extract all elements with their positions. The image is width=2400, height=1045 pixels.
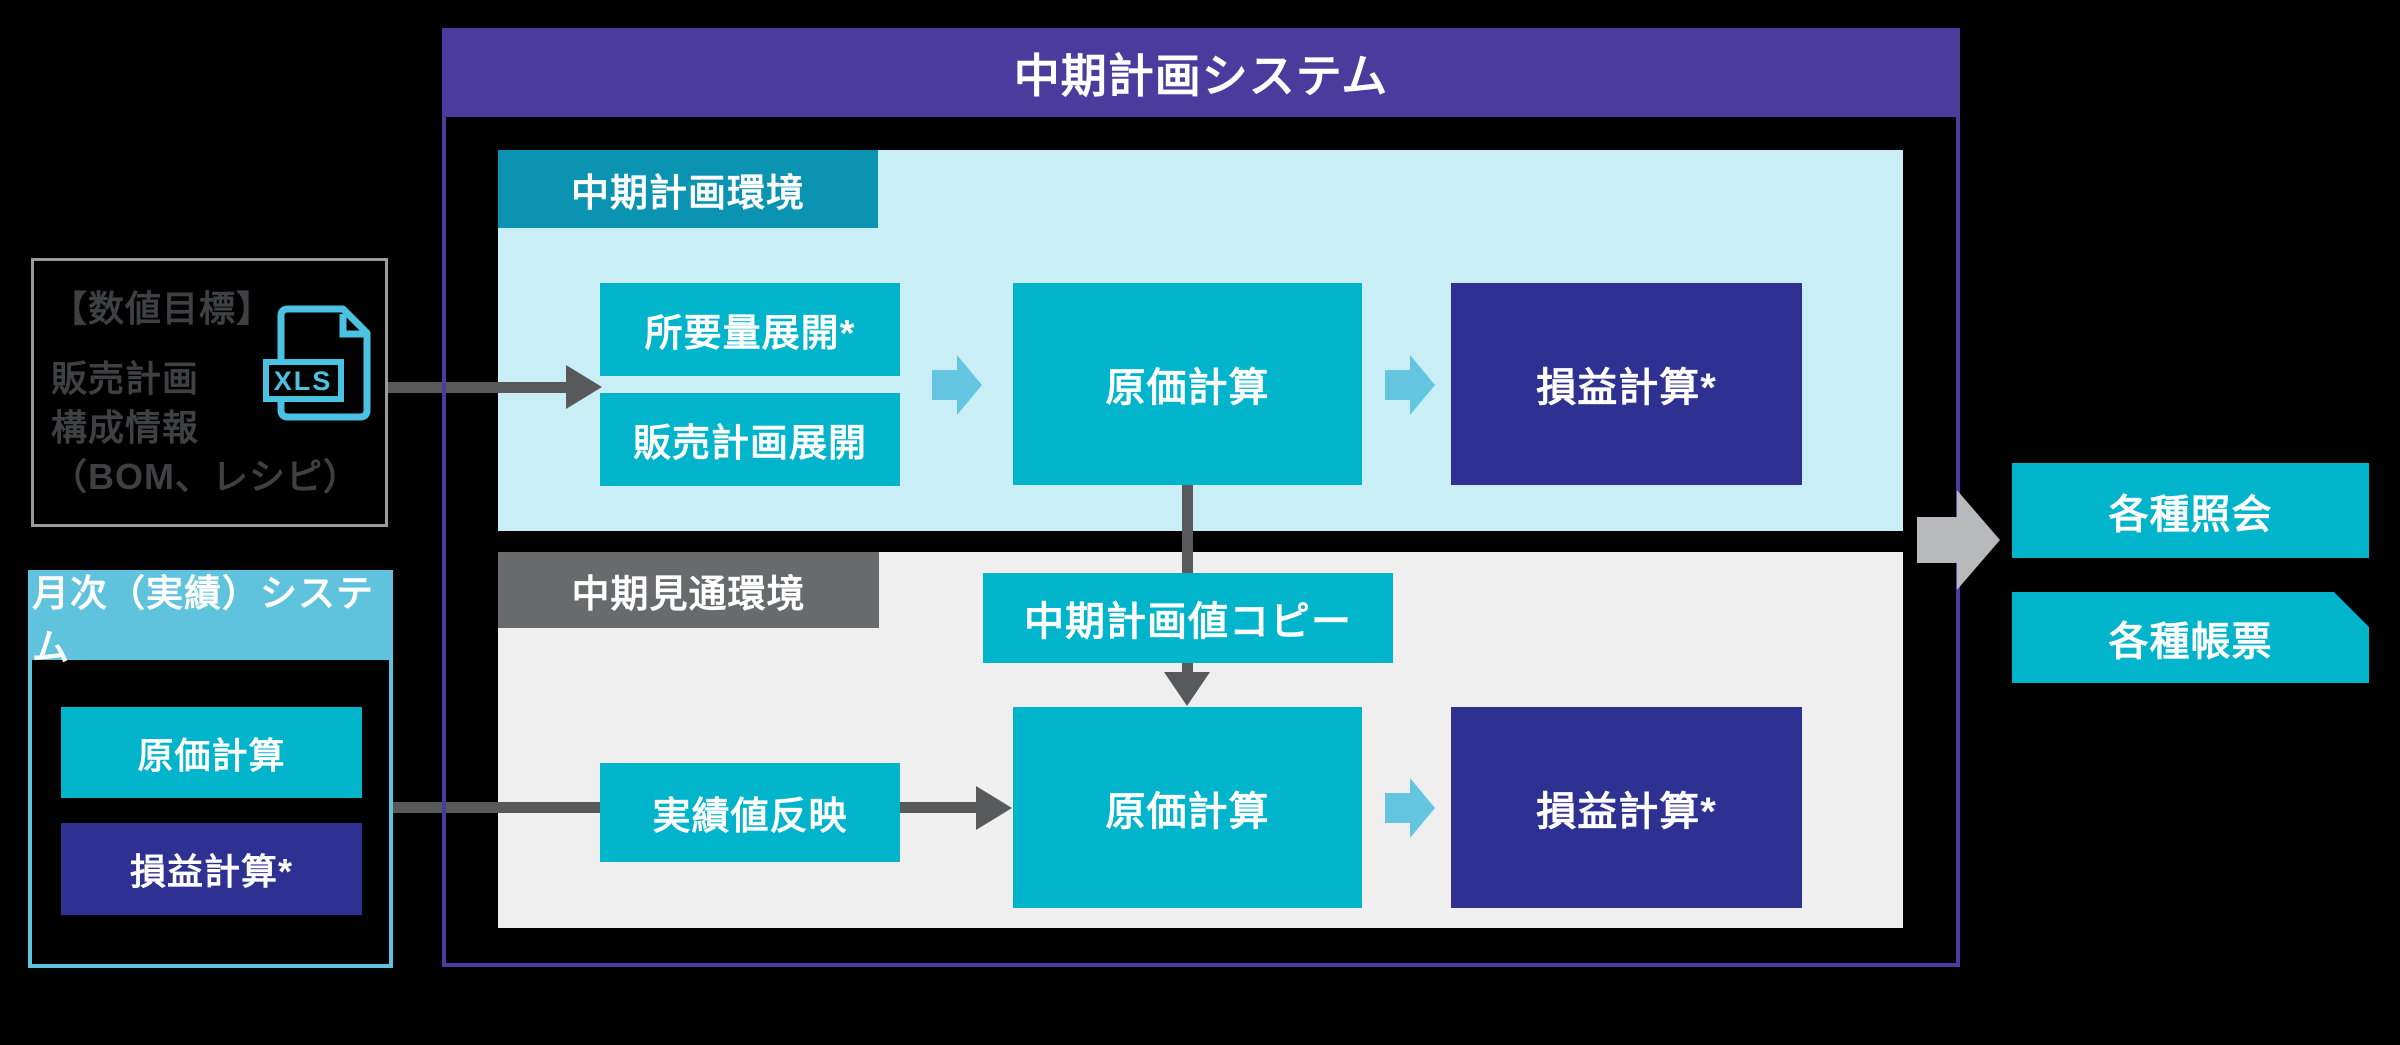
output-reports-box: 各種帳票 xyxy=(2012,592,2369,683)
xls-file-icon: XLS xyxy=(263,305,371,421)
xls-label: XLS xyxy=(274,366,333,396)
monthly-system-title: 月次（実績）システム xyxy=(32,573,374,668)
box-requirements-expansion: 所要量展開* xyxy=(600,283,900,376)
output-inquiry-box: 各種照会 xyxy=(2012,463,2369,558)
box-plan-value-copy: 中期計画値コピー xyxy=(983,573,1393,663)
source-to-plan-arrowhead-icon xyxy=(566,365,602,409)
box-profit-loss-calculation-plan: 損益計算* xyxy=(1451,283,1802,485)
numeric-targets-heading: 【数値目標】 xyxy=(51,288,274,329)
outlook-environment-label: 中期見通環境 xyxy=(498,552,879,628)
numeric-targets-lines: 販売計画 構成情報 （BOM、レシピ） xyxy=(51,358,360,497)
system-title: 中期計画システム xyxy=(1013,49,1389,102)
plan-environment-label: 中期計画環境 xyxy=(498,150,878,228)
box-cost-calculation-plan: 原価計算 xyxy=(1013,283,1362,485)
monthly-actuals-system-box: 月次（実績）システム 原価計算 損益計算* xyxy=(28,570,393,968)
box-cost-calculation-outlook: 原価計算 xyxy=(1013,707,1362,908)
copy-to-cost-arrowhead-icon xyxy=(1164,672,1210,706)
cost-to-copy-line xyxy=(1182,485,1193,573)
monthly-box-cost-calculation: 原価計算 xyxy=(61,707,362,798)
monthly-box-profit-loss-calculation: 損益計算* xyxy=(61,823,362,915)
actuals-to-cost-arrowhead-icon xyxy=(976,786,1012,830)
monthly-system-header: 月次（実績）システム xyxy=(32,573,389,668)
box-actual-value-reflection: 実績値反映 xyxy=(600,763,900,862)
numeric-targets-box: 【数値目標】 販売計画 構成情報 （BOM、レシピ） XLS xyxy=(31,258,388,527)
copy-to-cost-line xyxy=(1182,663,1193,676)
source-to-plan-line xyxy=(388,382,566,393)
system-header: 中期計画システム xyxy=(442,28,1960,117)
box-sales-plan-expansion: 販売計画展開 xyxy=(600,393,900,486)
box-profit-loss-calculation-outlook: 損益計算* xyxy=(1451,707,1802,908)
